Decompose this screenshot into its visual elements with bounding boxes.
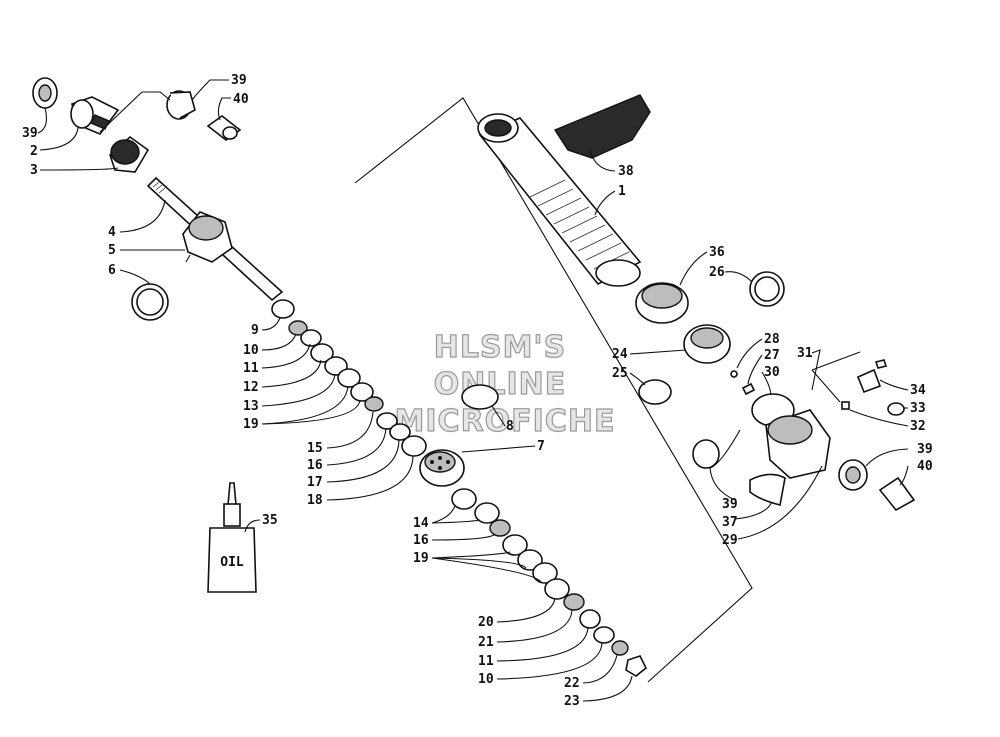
callout-22: 22 [564, 676, 580, 691]
callout-14: 14 [413, 516, 429, 531]
assembly-bracket [354, 97, 753, 683]
oil-bottle-label: OIL [220, 555, 244, 570]
part-35-oil-bottle: OIL [207, 482, 257, 593]
callout-11-a: 11 [243, 361, 259, 376]
leader-stub [99, 91, 143, 133]
callout-19-a: 19 [243, 417, 259, 432]
callout-39-a: 39 [22, 126, 38, 141]
callout-27: 27 [764, 348, 780, 363]
part-40-spacer-lower [878, 476, 916, 512]
watermark-line-1: HLSM'S [434, 330, 566, 365]
callout-7: 7 [537, 439, 545, 454]
callout-36: 36 [709, 245, 725, 260]
callout-3: 3 [30, 163, 38, 178]
part-32-cap [841, 401, 850, 410]
callout-39-b: 39 [231, 73, 247, 88]
callout-34: 34 [910, 383, 926, 398]
part-38-decal [553, 94, 651, 159]
callout-37: 37 [722, 515, 738, 530]
callout-13: 13 [243, 399, 259, 414]
callout-39-c: 39 [917, 442, 933, 457]
callout-23: 23 [564, 694, 580, 709]
callout-11-b: 11 [478, 654, 494, 669]
callout-19-b: 19 [413, 551, 429, 566]
callout-labels: 39 2 3 39 40 4 5 6 9 10 11 12 13 19 15 1… [22, 73, 933, 709]
callout-29: 29 [722, 533, 738, 548]
callout-15: 15 [307, 441, 323, 456]
callout-38: 38 [618, 164, 634, 179]
part-36-adjuster-nut [635, 282, 689, 324]
callout-12: 12 [243, 380, 259, 395]
part-5-seal-head [182, 211, 233, 263]
part-3-bumper [109, 135, 150, 173]
part-7-piston [419, 449, 465, 487]
part-27-screw [741, 382, 756, 396]
callout-21: 21 [478, 635, 494, 650]
leader-lines [37, 79, 909, 702]
leader-bushing [142, 91, 171, 101]
callout-35: 35 [262, 513, 278, 528]
callout-6: 6 [108, 263, 116, 278]
callout-10-b: 10 [478, 672, 494, 687]
callout-40-a: 40 [233, 92, 249, 107]
part-37-seal [749, 473, 786, 506]
part-39-bushing-lower-left [692, 439, 720, 469]
callout-39-d: 39 [722, 497, 738, 512]
callout-4: 4 [108, 225, 116, 240]
callout-32: 32 [910, 419, 926, 434]
callout-10-a: 10 [243, 343, 259, 358]
callout-17: 17 [307, 475, 323, 490]
callout-31: 31 [797, 346, 813, 361]
watermark-line-3: MICROFICHE [395, 404, 616, 439]
washer-stack-lower [451, 488, 648, 677]
callout-30: 30 [764, 365, 780, 380]
part-40-spacer [206, 115, 242, 141]
washer-stack-upper [271, 299, 427, 457]
part-8-piston-ring [461, 384, 499, 410]
callout-5: 5 [108, 243, 116, 258]
callout-28: 28 [764, 332, 780, 347]
callout-9: 9 [251, 323, 259, 338]
part-25-snap-ring [638, 379, 672, 405]
callout-20: 20 [478, 615, 494, 630]
callout-18: 18 [307, 493, 323, 508]
part-1-shock-body [477, 113, 642, 287]
callout-24: 24 [612, 347, 628, 362]
callout-40-b: 40 [917, 459, 933, 474]
part-2-eye-sleeve [70, 96, 120, 135]
part-28-ball [730, 370, 738, 378]
callout-33: 33 [910, 401, 926, 416]
callout-1: 1 [618, 184, 626, 199]
callout-16-a: 16 [307, 458, 323, 473]
callout-8: 8 [506, 419, 514, 434]
callout-26: 26 [709, 265, 725, 280]
part-24-lock-ring [683, 324, 731, 364]
part-39-bushing-left [32, 77, 58, 109]
callout-2: 2 [30, 144, 38, 159]
part-29-end-cap [765, 409, 831, 479]
watermark-line-2: ONLINE [434, 367, 567, 402]
part-34-valve [856, 368, 882, 394]
callout-25: 25 [612, 366, 628, 381]
part-33-washer [887, 402, 905, 416]
watermark: HLSM'S ONLINE MICROFICHE [394, 329, 616, 439]
part-39-bushing-right [166, 90, 196, 120]
callout-16-b: 16 [413, 533, 429, 548]
